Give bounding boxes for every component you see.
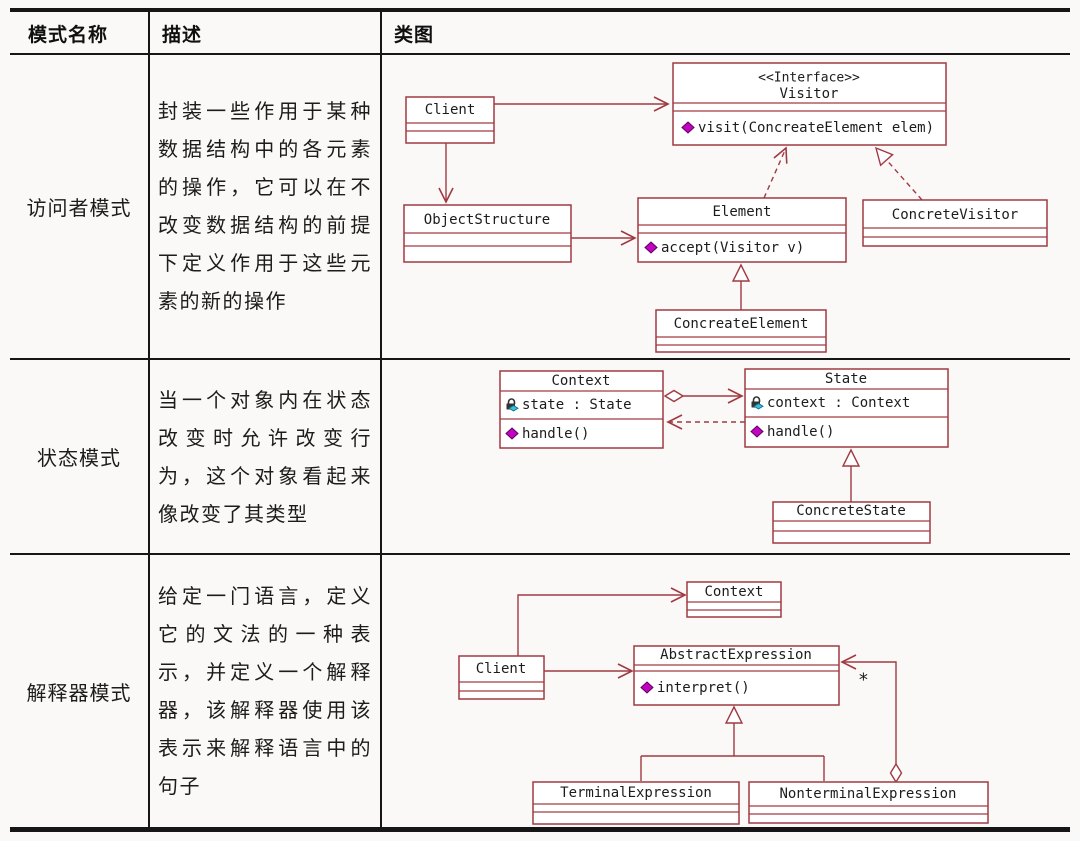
class-method: handle() bbox=[767, 424, 834, 440]
column-separator-1 bbox=[148, 10, 150, 829]
class-title: NonterminalExpression bbox=[779, 786, 956, 802]
pattern-desc-interpreter: 给定一门语言，定义它的文法的一种表示，并定义一个解释器，该解释器使用该表示来解释… bbox=[158, 584, 372, 798]
class-title: ConcreateElement bbox=[674, 316, 809, 332]
pattern-desc-cell-visitor: 封装一些作用于某种数据结构中的各元素的操作，它可以在不改变数据结构的前提下定义作… bbox=[150, 56, 380, 356]
class-title: Context bbox=[704, 584, 763, 600]
uml-diagram-state: Context state : State handle() State con… bbox=[499, 368, 949, 544]
pattern-name-state: 状态模式 bbox=[37, 446, 121, 470]
pattern-name-interpreter: 解释器模式 bbox=[26, 680, 132, 705]
uml-relationships-state bbox=[663, 388, 861, 502]
class-stereotype: <<Interface>> bbox=[758, 71, 860, 86]
diagram-cell-interpreter: * Context Client AbstractExpress bbox=[382, 555, 1070, 827]
pattern-name-visitor: 访问者模式 bbox=[26, 195, 132, 220]
pattern-desc-state: 当一个对象内在状态改变时允许改变行为，这个对象看起来像改变了其类型 bbox=[158, 387, 372, 526]
class-title: ConcreteVisitor bbox=[892, 207, 1018, 223]
row-separator-2 bbox=[10, 553, 1070, 555]
diagram-cell-state: Context state : State handle() State con… bbox=[382, 360, 1070, 553]
uml-class-state: State context : Context handle() bbox=[744, 368, 949, 448]
header-separator bbox=[10, 53, 1070, 55]
header-class-diagram: 类图 bbox=[394, 24, 435, 46]
uml-class-element: Element accept(Visitor v) bbox=[637, 197, 847, 263]
column-separator-2 bbox=[380, 10, 382, 829]
multiplicity-label: * bbox=[858, 670, 869, 691]
class-title: AbstractExpression bbox=[660, 647, 812, 663]
class-attribute: state : State bbox=[522, 397, 632, 413]
class-title: Client bbox=[476, 661, 527, 677]
header-pattern-name: 模式名称 bbox=[28, 24, 109, 46]
uml-diagram-interpreter: * Context Client AbstractExpress bbox=[458, 581, 989, 825]
class-title: ObjectStructure bbox=[424, 212, 550, 228]
class-method: visit(ConcreateElement elem) bbox=[698, 120, 934, 136]
uml-relationships-interpreter: * bbox=[517, 587, 903, 784]
class-method: interpret() bbox=[657, 680, 750, 696]
uml-class-concreate-element: ConcreateElement bbox=[655, 309, 827, 353]
table-border-top bbox=[10, 8, 1070, 12]
class-title: Client bbox=[425, 102, 476, 118]
table-border-bottom bbox=[10, 827, 1070, 832]
uml-class-concrete-visitor: ConcreteVisitor bbox=[862, 199, 1048, 247]
class-title: State bbox=[825, 371, 867, 387]
uml-class-terminal-expression: TerminalExpression bbox=[532, 781, 740, 825]
uml-class-concrete-state: ConcreteState bbox=[772, 501, 931, 544]
uml-class-context-interpreter: Context bbox=[686, 581, 782, 618]
row-separator-1 bbox=[10, 358, 1070, 360]
class-title: ConcreteState bbox=[796, 503, 906, 519]
class-title: Context bbox=[551, 373, 610, 389]
uml-class-client-interpreter: Client bbox=[458, 655, 545, 700]
class-title: Visitor bbox=[779, 86, 838, 102]
uml-class-client: Client bbox=[405, 96, 495, 144]
uml-class-abstract-expression: AbstractExpression interpret() bbox=[633, 645, 840, 706]
diagram-cell-visitor: Client <<Interface>> Visitor visit(Concr… bbox=[382, 56, 1070, 358]
pattern-desc-cell-state: 当一个对象内在状态改变时允许改变行为，这个对象看起来像改变了其类型 bbox=[150, 360, 380, 553]
pattern-desc-cell-interpreter: 给定一门语言，定义它的文法的一种表示，并定义一个解释器，该解释器使用该表示来解释… bbox=[150, 555, 380, 827]
uml-diagram-visitor: Client <<Interface>> Visitor visit(Concr… bbox=[403, 62, 1048, 353]
class-attribute: context : Context bbox=[767, 395, 910, 411]
pattern-desc-visitor: 封装一些作用于某种数据结构中的各元素的操作，它可以在不改变数据结构的前提下定义作… bbox=[158, 99, 372, 313]
class-title: TerminalExpression bbox=[560, 785, 712, 801]
class-title: Element bbox=[712, 204, 771, 220]
class-method: accept(Visitor v) bbox=[661, 240, 804, 256]
uml-class-nonterminal-expression: NonterminalExpression bbox=[748, 781, 989, 824]
class-method: handle() bbox=[522, 426, 589, 442]
header-description: 描述 bbox=[162, 24, 203, 46]
uml-class-context: Context state : State handle() bbox=[499, 370, 664, 449]
uml-class-visitor-interface: <<Interface>> Visitor visit(ConcreateEle… bbox=[672, 62, 947, 146]
uml-relationships-visitor bbox=[438, 96, 923, 310]
uml-class-object-structure: ObjectStructure bbox=[403, 204, 572, 263]
